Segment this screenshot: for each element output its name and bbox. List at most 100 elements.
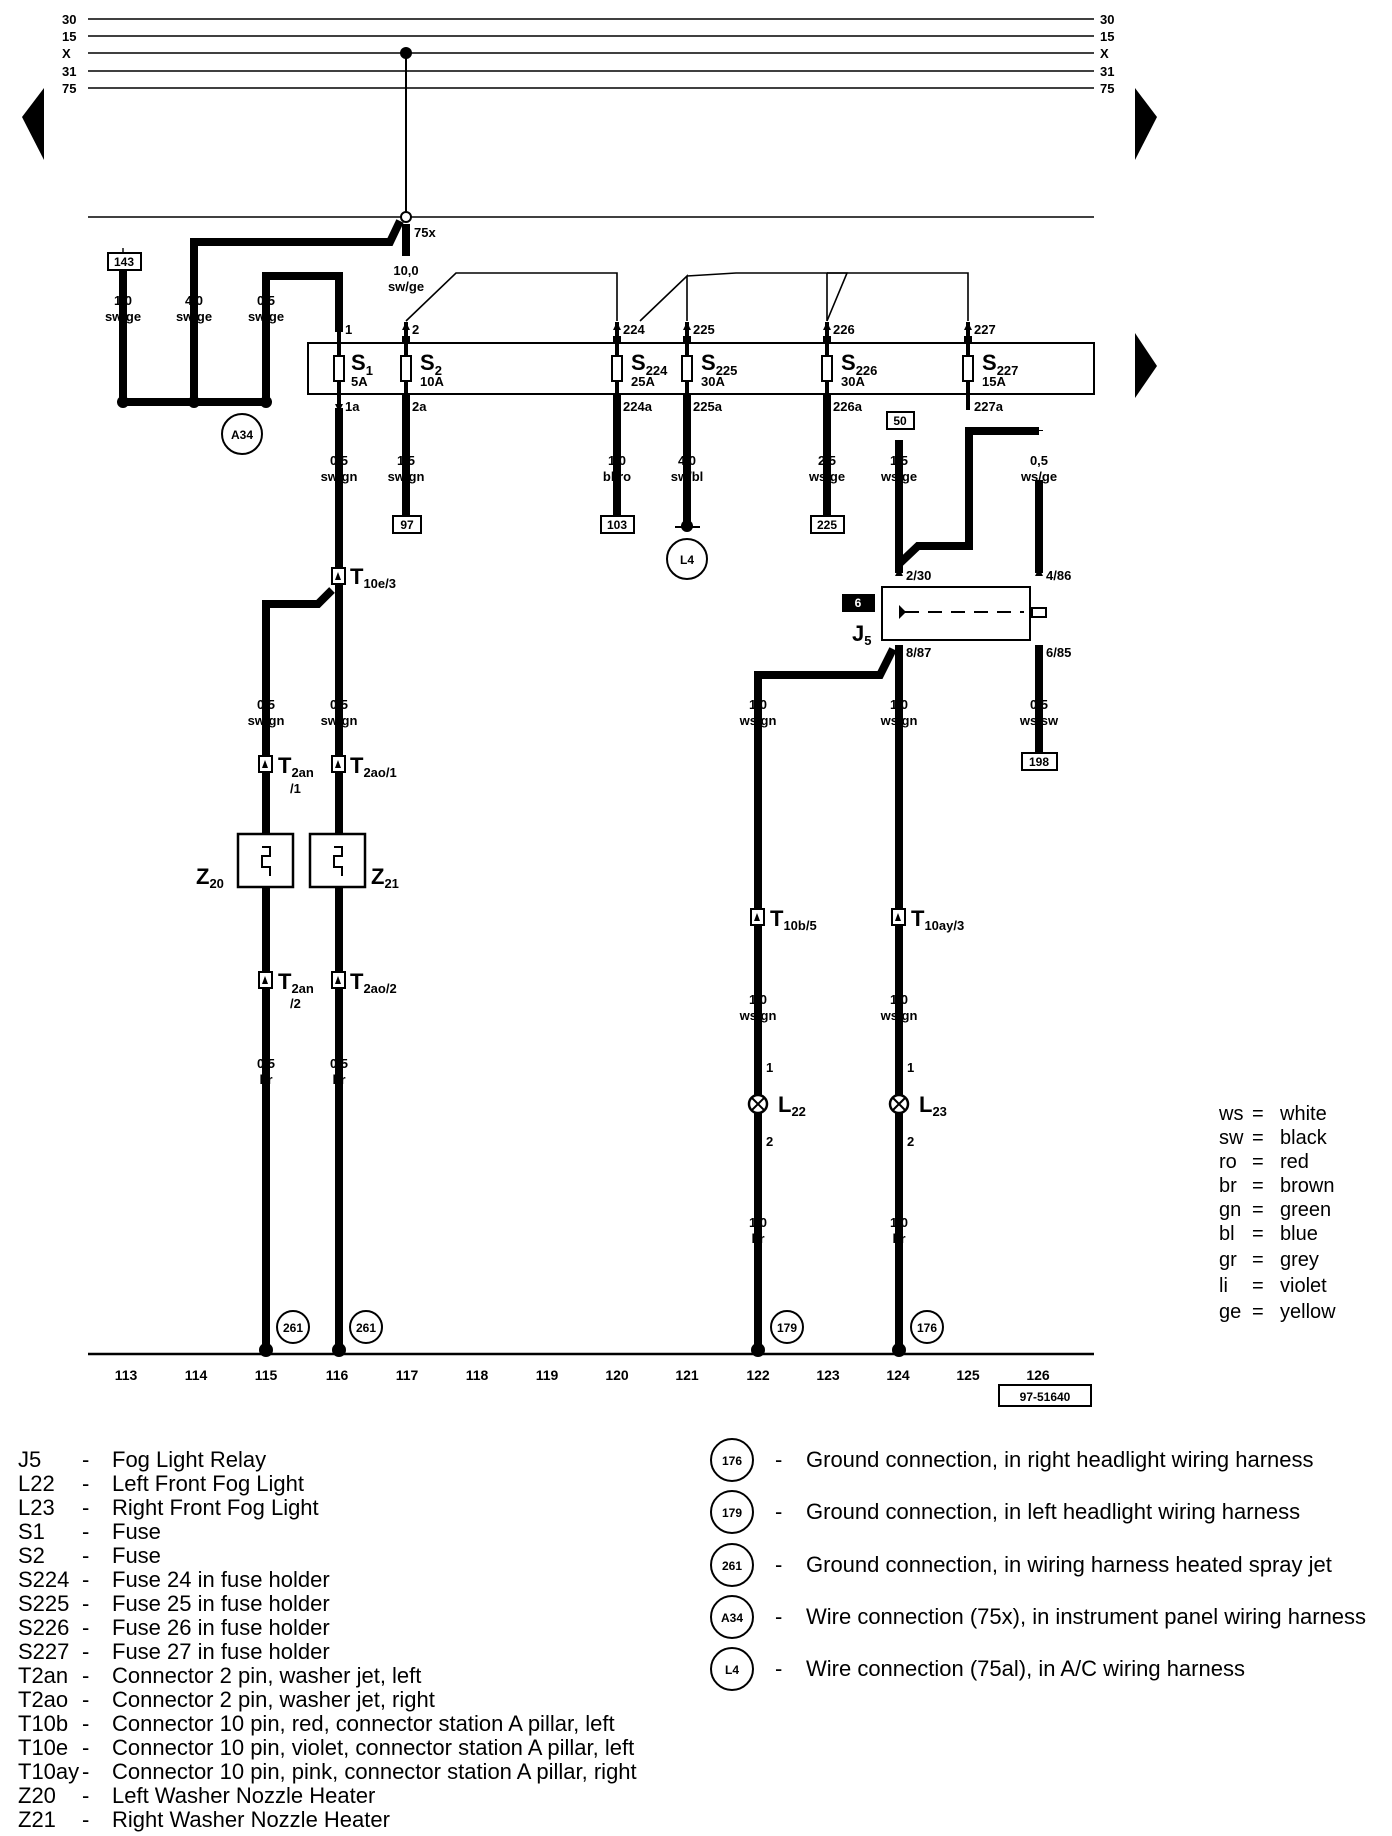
svg-text:97: 97: [400, 518, 414, 532]
ground-261-a[interactable]: 261: [276, 1310, 310, 1344]
svg-text:-: -: [82, 1519, 89, 1544]
fuse-s227[interactable]: S227 15A: [962, 350, 1018, 389]
rail-labels-left: 30 15 X 31 75: [62, 12, 76, 96]
ground-legend-row: 176 - Ground connection, in right headli…: [710, 1438, 1314, 1482]
svg-text:261: 261: [356, 1321, 376, 1335]
fuse-s224[interactable]: S224 25A: [611, 350, 668, 389]
svg-text:ws: ws: [1218, 1103, 1243, 1125]
svg-text:176: 176: [917, 1321, 937, 1335]
ref-box-6[interactable]: 6: [842, 594, 875, 612]
svg-text:Wire connection (75x), in inst: Wire connection (75x), in instrument pan…: [806, 1604, 1366, 1629]
svg-text:/2: /2: [290, 996, 301, 1011]
svg-text:Fuse: Fuse: [112, 1519, 161, 1544]
fuse-s225[interactable]: S225 30A: [681, 350, 737, 389]
rail-label-30-right: 30: [1100, 12, 1114, 27]
svg-text:black: black: [1280, 1127, 1328, 1149]
svg-text:-: -: [775, 1656, 782, 1681]
ref-box-103[interactable]: 103: [600, 515, 635, 534]
fuse-s227-rating: 15A: [982, 374, 1006, 389]
ref-box-97[interactable]: 97: [392, 515, 422, 534]
ground-legend-row: L4 - Wire connection (75al), in A/C wiri…: [710, 1647, 1245, 1691]
rail-label-75-right: 75: [1100, 81, 1114, 96]
pin-arrow-icons: [335, 322, 972, 412]
svg-text:=: =: [1252, 1103, 1264, 1125]
svg-text:Right Washer Nozzle Heater: Right Washer Nozzle Heater: [112, 1807, 390, 1832]
fog-light-l23[interactable]: L23: [888, 1092, 947, 1119]
connector-t2ao-1[interactable]: T2ao/1: [331, 753, 397, 780]
svg-text:A34: A34: [721, 1611, 743, 1625]
svg-text:261: 261: [722, 1559, 742, 1573]
pin-226a: 226a: [833, 399, 863, 414]
fuse-s224-rating: 25A: [631, 374, 655, 389]
connection-circles: A34 L4 261 261 179 176: [221, 413, 944, 1344]
connector-t2an-2[interactable]: T2an /2: [258, 969, 314, 1011]
legend-row: T10b-Connector 10 pin, red, connector st…: [18, 1711, 615, 1736]
legend-row: S224-Fuse 24 in fuse holder: [18, 1567, 330, 1592]
svg-text:122: 122: [746, 1367, 770, 1383]
relay-j5[interactable]: 6 J5: [842, 586, 1047, 648]
fuse-s2[interactable]: S2 10A: [400, 350, 444, 389]
svg-text:6/85: 6/85: [1046, 645, 1071, 660]
pin-1a: 1a: [345, 399, 360, 414]
rail-labels-right: 30 15 X 31 75: [1100, 12, 1114, 96]
svg-text:yellow: yellow: [1280, 1301, 1336, 1323]
svg-text:T2an: T2an: [18, 1663, 68, 1688]
ref-box-143[interactable]: 143: [107, 252, 142, 271]
heater-z21[interactable]: Z21: [308, 832, 399, 891]
heater-z20[interactable]: Z20: [196, 832, 295, 891]
connector-t2an-1[interactable]: T2an /1: [258, 753, 314, 796]
lamp-pin-labels: 1 2 1 2: [766, 1060, 914, 1149]
svg-text:=: =: [1252, 1199, 1264, 1221]
connector-t10ay[interactable]: T10ay/3: [891, 906, 964, 933]
legend-row: S225-Fuse 25 in fuse holder: [18, 1591, 330, 1616]
rail-label-75-left: 75: [62, 81, 76, 96]
continues-left-arrow-icon[interactable]: [22, 88, 44, 160]
svg-text:Fuse 25 in fuse holder: Fuse 25 in fuse holder: [112, 1591, 330, 1616]
svg-text:S2: S2: [18, 1543, 45, 1568]
svg-text:113: 113: [115, 1367, 138, 1383]
fuse-s224-name: S224: [631, 350, 668, 378]
supply-rails: [88, 18, 1094, 218]
fuse-s1[interactable]: S1 5A: [333, 350, 373, 389]
fuse-s1-name: S1: [351, 350, 373, 378]
svg-text:ro: ro: [1219, 1151, 1237, 1173]
ref-box-225[interactable]: 225: [810, 515, 845, 534]
svg-text:blue: blue: [1280, 1223, 1318, 1245]
svg-text:225: 225: [817, 518, 837, 532]
ground-179[interactable]: 179: [770, 1310, 804, 1344]
ref-box-198[interactable]: 198: [1021, 752, 1058, 771]
fuse-s226[interactable]: S226 30A: [821, 350, 877, 389]
svg-text:124: 124: [886, 1367, 910, 1383]
fuse-panel-right-arrow-icon[interactable]: [1135, 333, 1157, 398]
heater-pin-arrows: [262, 815, 343, 906]
svg-text:gn: gn: [1219, 1199, 1241, 1221]
svg-text:-: -: [82, 1639, 89, 1664]
svg-text:=: =: [1252, 1249, 1264, 1271]
fuse-s225-rating: 30A: [701, 374, 725, 389]
ref-box-50[interactable]: 50: [886, 411, 915, 430]
continues-right-arrow-icon[interactable]: [1135, 88, 1157, 160]
connector-t10b[interactable]: T10b/5: [750, 906, 817, 933]
connector-t10e[interactable]: T10e/3: [331, 564, 396, 591]
wire-connection-l4[interactable]: L4: [666, 538, 708, 580]
fuse-s227-name: S227: [982, 350, 1018, 378]
svg-text:118: 118: [466, 1367, 489, 1383]
svg-text:Ground connection, in left hea: Ground connection, in left headlight wir…: [806, 1499, 1300, 1524]
connector-t2ao-2[interactable]: T2ao/2: [331, 969, 397, 996]
fog-light-l22[interactable]: L22: [747, 1092, 806, 1119]
pin-226: 226: [833, 322, 855, 337]
svg-text:Z21: Z21: [371, 864, 399, 891]
ground-176[interactable]: 176: [910, 1310, 944, 1344]
svg-text:1: 1: [907, 1060, 914, 1075]
color-key: ws=white sw=black ro=red br=brown gn=gre…: [1218, 1103, 1336, 1323]
svg-text:-: -: [775, 1604, 782, 1629]
ground-261-b[interactable]: 261: [349, 1310, 383, 1344]
rail-label-15-left: 15: [62, 29, 76, 44]
wire-connection-a34[interactable]: A34: [221, 413, 263, 455]
